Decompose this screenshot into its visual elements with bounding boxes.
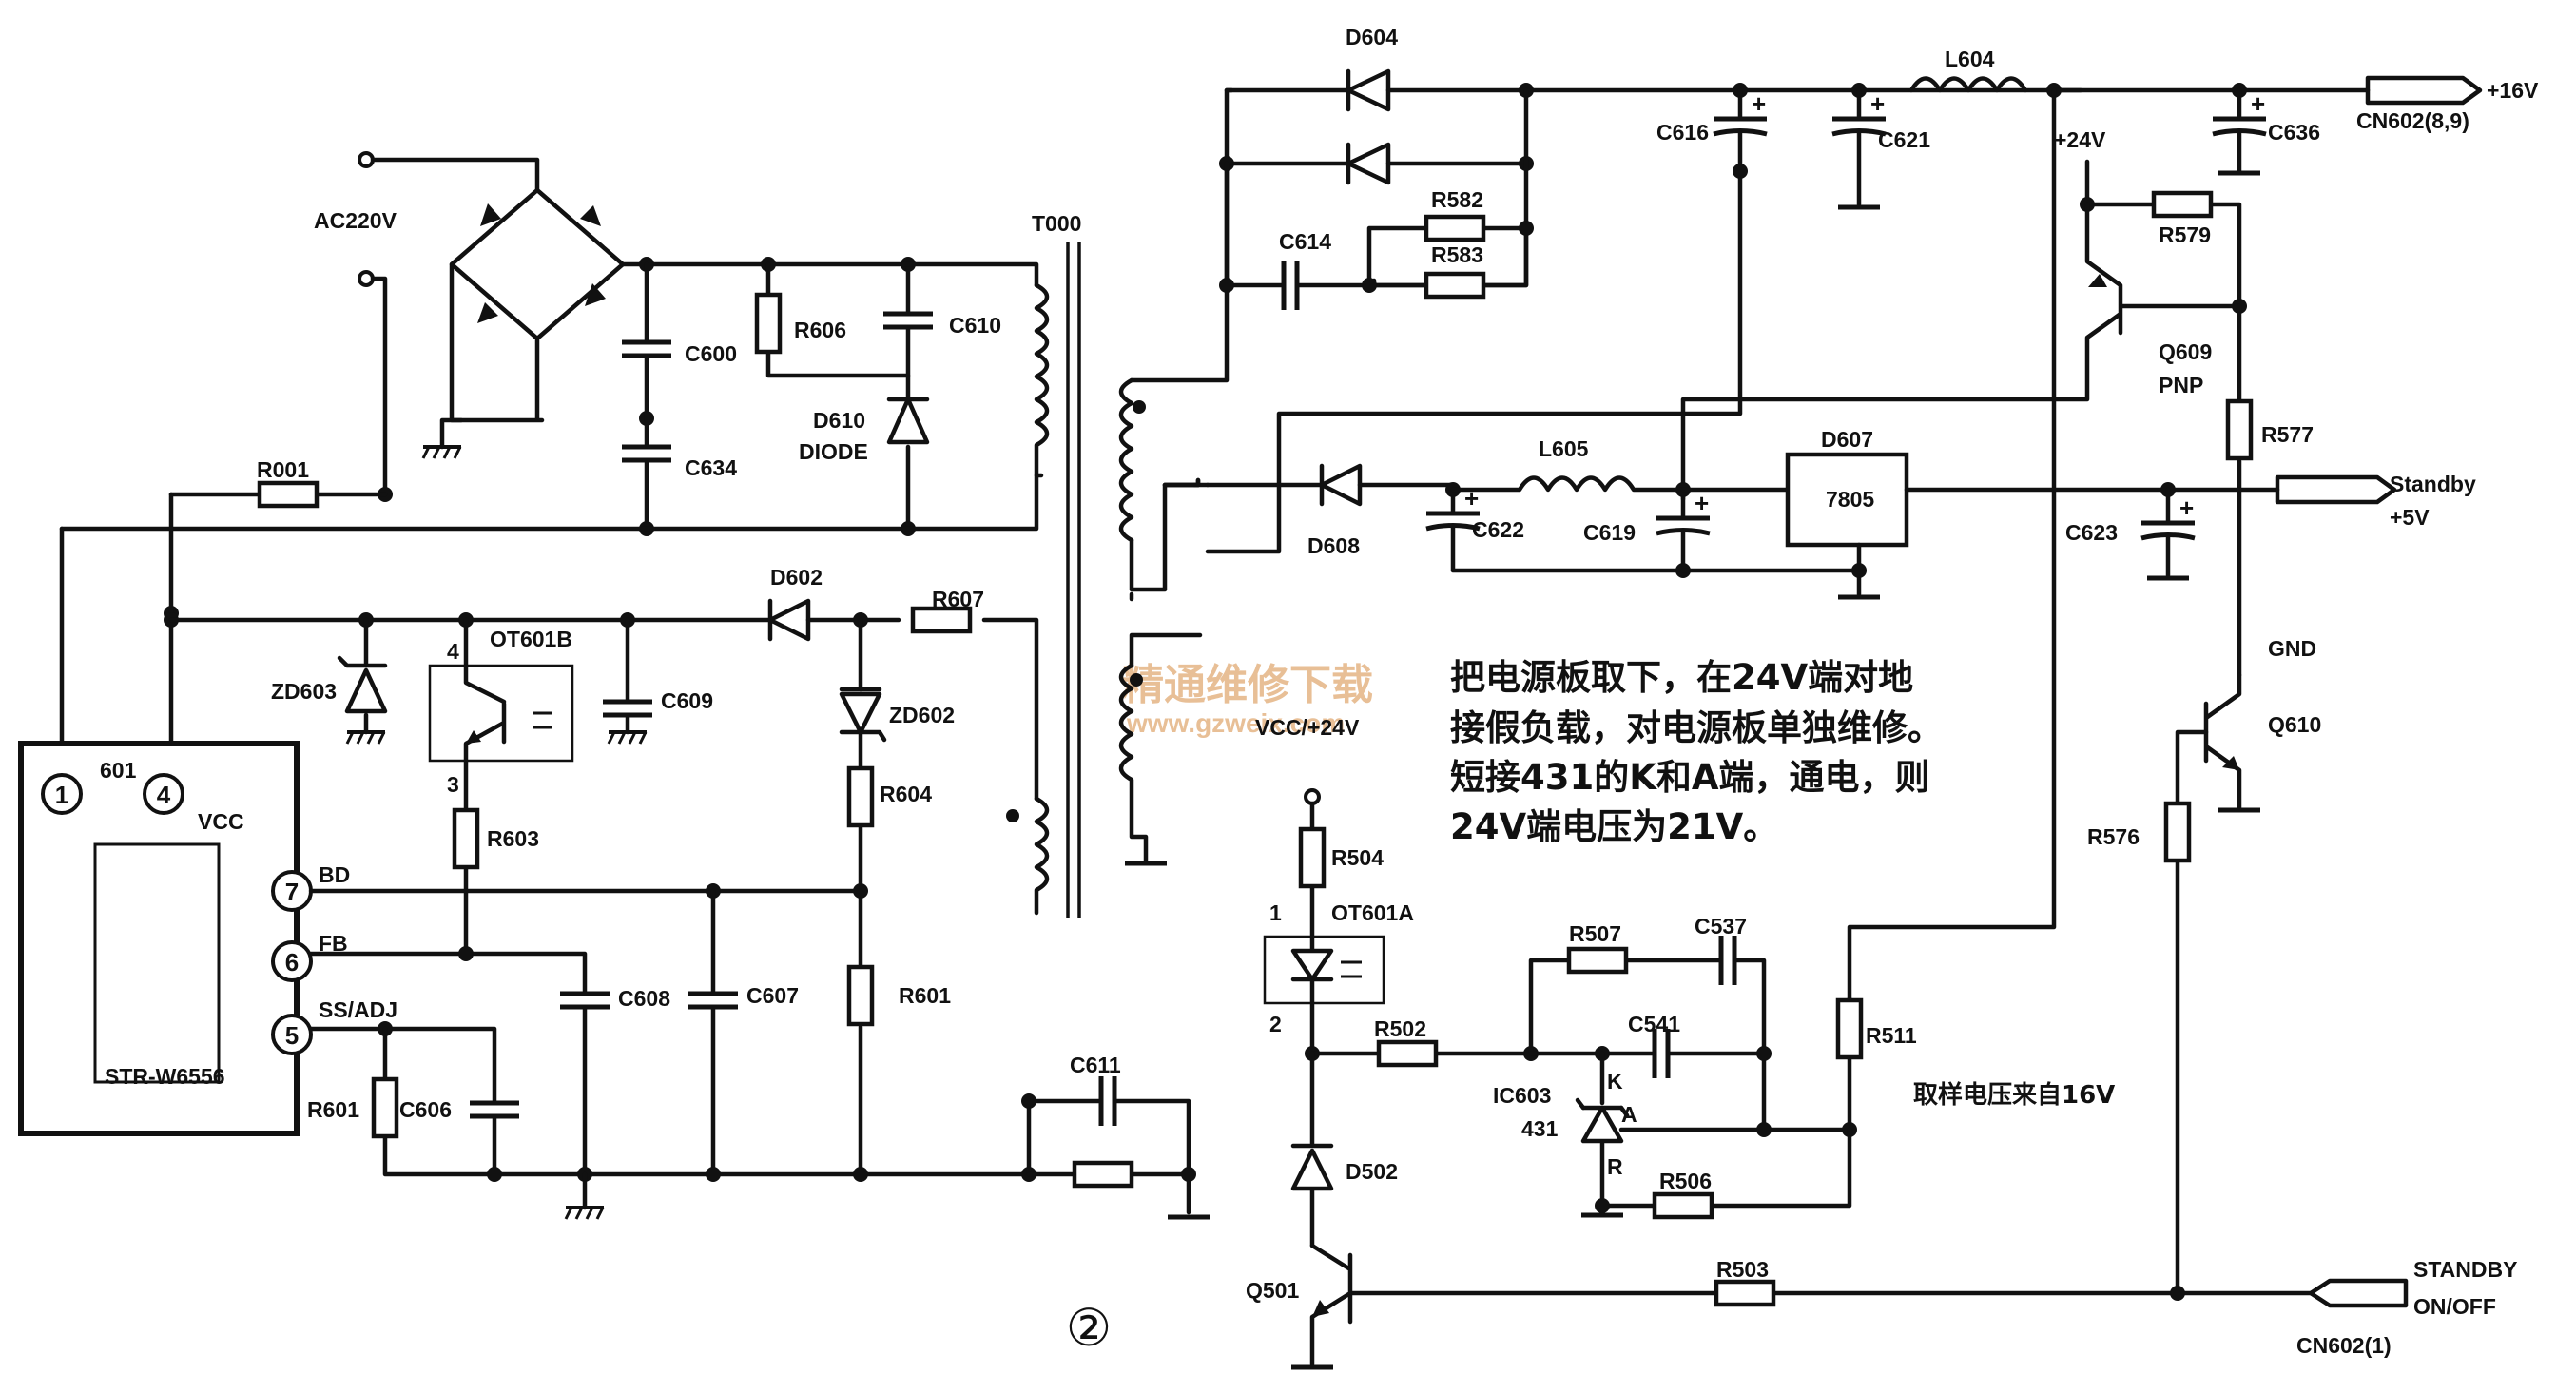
r511-label: R511 [1866, 1023, 1917, 1048]
r583-label: R583 [1431, 242, 1483, 267]
d604-label: D604 [1346, 25, 1398, 49]
pin6-label: 6 [285, 948, 299, 977]
vcc-pin-label: VCC [198, 809, 244, 834]
d607-label: D607 [1821, 427, 1873, 452]
c541-label: C541 [1628, 1012, 1680, 1036]
note-line1: 把电源板取下，在24V端对地 [1450, 657, 1913, 698]
pin1-label: 1 [55, 781, 68, 809]
r507-label: R507 [1569, 921, 1621, 946]
sample-note: 取样电压来自16V [1913, 1080, 2115, 1110]
a-label: A [1621, 1102, 1637, 1127]
c606-label: C606 [399, 1097, 452, 1122]
r606-label: R606 [794, 318, 846, 342]
r582-label: R582 [1431, 187, 1483, 212]
fb-pin-label: FB [319, 931, 348, 956]
ic-part-label: STR-W6556 [105, 1064, 225, 1089]
ota-pin1-label: 1 [1269, 900, 1282, 925]
k-label: K [1607, 1069, 1623, 1093]
r601a-label: R601 [899, 983, 951, 1008]
note-line3: 短接431的K和A端，通电，则 [1450, 757, 1930, 798]
q609-label: Q609 [2159, 339, 2212, 364]
n431-label: 431 [1521, 1116, 1559, 1141]
c616-label: C616 [1656, 120, 1709, 145]
cn602b-label: CN602(1) [2296, 1333, 2392, 1358]
r502-label: R502 [1374, 1016, 1426, 1041]
r504-label: R504 [1331, 845, 1384, 870]
vcc24-label: VCC/+24V [1255, 715, 1360, 740]
pin4-label: 4 [157, 781, 171, 809]
watermark-url: www.gzweix.com [1126, 708, 1345, 738]
ac220v-label: AC220V [314, 208, 397, 233]
c623-label: C623 [2065, 520, 2118, 545]
p16v-label: +16V [2487, 78, 2539, 103]
ot-pin3-label: 3 [447, 772, 459, 797]
figure-number: ② [1066, 1298, 1112, 1358]
gnd-label: GND [2268, 636, 2316, 661]
d502-label: D502 [1346, 1159, 1398, 1184]
r-label: R [1607, 1154, 1623, 1179]
note-line2: 接假负载，对电源板单独维修。 [1450, 707, 1943, 748]
r603-label: R603 [487, 826, 539, 851]
c608-label: C608 [618, 986, 670, 1011]
d608-label: D608 [1307, 533, 1360, 558]
r576-label: R576 [2087, 824, 2140, 849]
c537-label: C537 [1695, 914, 1747, 938]
c611-label: C611 [1070, 1053, 1121, 1077]
ot601a-label: OT601A [1331, 900, 1414, 925]
note-line4: 24V端电压为21V。 [1450, 806, 1778, 847]
c622-label: C622 [1472, 517, 1524, 542]
ic603-label: IC603 [1493, 1083, 1551, 1108]
r577-label: R577 [2261, 422, 2314, 447]
r503-label: R503 [1716, 1257, 1769, 1282]
c610-label: C610 [949, 313, 1001, 338]
q501-label: Q501 [1246, 1278, 1299, 1303]
watermark-cn: 精通维修下载 [1122, 661, 1373, 709]
d610-label: D610 [813, 408, 865, 433]
c619-label: C619 [1583, 520, 1636, 545]
ot601b-label: OT601B [490, 627, 572, 651]
c609-label: C609 [661, 688, 713, 713]
r506-label: R506 [1659, 1169, 1712, 1193]
u7805-label: 7805 [1826, 487, 1874, 512]
c636-label: C636 [2268, 120, 2320, 145]
bd-pin-label: BD [319, 862, 350, 887]
r604-label: R604 [880, 782, 932, 806]
ic-601-label: 601 [100, 758, 137, 783]
ot-pin4-label: 4 [447, 639, 459, 664]
c607-label: C607 [746, 983, 799, 1008]
q610-label: Q610 [2268, 712, 2321, 737]
ssadj-pin-label: SS/ADJ [319, 997, 397, 1022]
ac-input: AC220V [314, 151, 540, 497]
onoff-label: ON/OFF [2413, 1294, 2496, 1319]
p5v-label: +5V [2390, 505, 2430, 530]
c600-label: C600 [685, 341, 737, 366]
c634-label: C634 [685, 455, 737, 480]
zd603-label: ZD603 [271, 679, 337, 704]
ota-pin2-label: 2 [1269, 1012, 1282, 1036]
zd602-label: ZD602 [889, 703, 955, 727]
c621-label: C621 [1878, 127, 1930, 152]
repair-note: 把电源板取下，在24V端对地 接假负载，对电源板单独维修。 短接431的K和A端… [1450, 657, 1943, 847]
l604-label: L604 [1945, 47, 1995, 71]
pnp-label: PNP [2159, 373, 2203, 397]
standby2-label: STANDBY [2413, 1257, 2517, 1282]
d602-label: D602 [770, 565, 823, 590]
c614-label: C614 [1279, 229, 1331, 254]
bridge-rectifier [421, 187, 906, 460]
str-w6556-ic: 1 4 7 6 5 601 VCC BD FB SS/ADJ STR-W6556 [18, 741, 397, 1136]
pin7-label: 7 [285, 878, 299, 906]
standby-label: Standby [2390, 472, 2476, 496]
r601b-label: R601 [307, 1097, 359, 1122]
r001-label: R001 [257, 457, 309, 482]
p24v-label: +24V [2054, 127, 2106, 152]
l605-label: L605 [1539, 436, 1589, 461]
cn602a-label: CN602(8,9) [2356, 108, 2469, 133]
t000-label: T000 [1032, 211, 1081, 236]
r607-label: R607 [932, 587, 984, 611]
pin5-label: 5 [285, 1021, 299, 1050]
r579-label: R579 [2159, 222, 2211, 247]
diode-label: DIODE [799, 439, 868, 464]
